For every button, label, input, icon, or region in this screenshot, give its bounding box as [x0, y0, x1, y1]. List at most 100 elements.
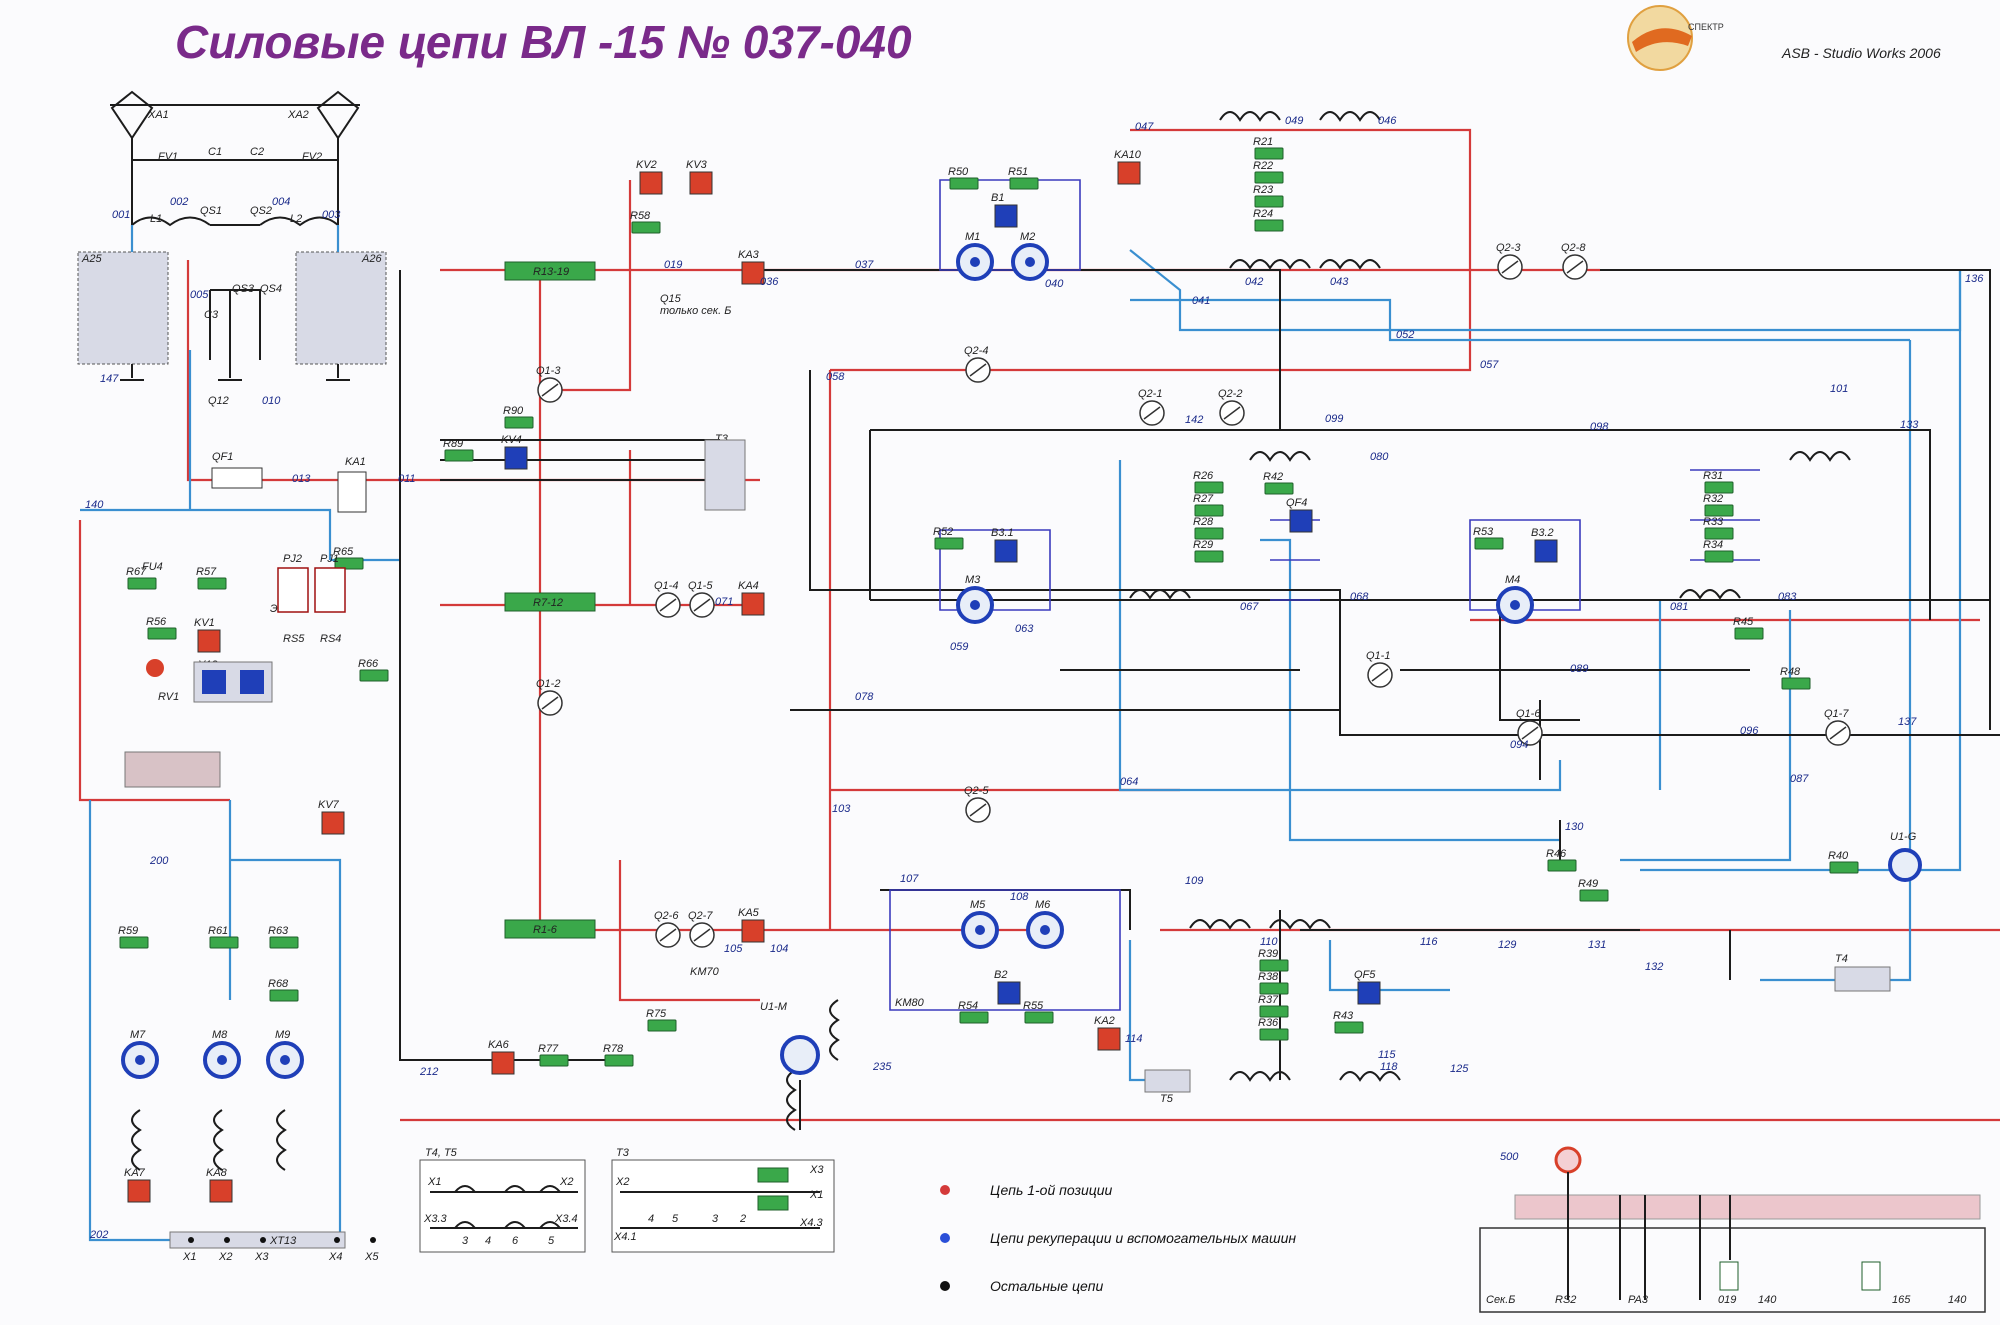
- resistor-r48: R48: [1780, 666, 1811, 690]
- t4t5-n3: 6: [512, 1235, 519, 1247]
- resistor-label: R24: [1253, 208, 1273, 220]
- t4t5-x1: X1: [427, 1176, 441, 1188]
- relay-ka8: KA8: [206, 1167, 233, 1203]
- motor-label: M2: [1020, 231, 1035, 243]
- resistor-label: R89: [443, 438, 463, 450]
- switch-label: Q1-6: [1516, 708, 1541, 720]
- t4t5-x2: X2: [559, 1176, 573, 1188]
- resistor-label: R49: [1578, 878, 1598, 890]
- pantograph-section: [77, 90, 387, 381]
- t4t5-n1: 3: [462, 1235, 469, 1247]
- motor-m2: M2: [1011, 231, 1049, 281]
- t4-label: T4: [1835, 953, 1848, 965]
- wire-label-118: 118: [1380, 1061, 1398, 1073]
- resistor-r27: R27: [1193, 493, 1224, 517]
- wire-label-037: 037: [855, 259, 874, 271]
- secb-terminal-2: 019: [1718, 1294, 1736, 1306]
- resistor-label: R90: [503, 405, 524, 417]
- wire-label-011: 011: [398, 473, 416, 485]
- relay-label: QF4: [1286, 497, 1307, 509]
- resistor-r32: R32: [1703, 493, 1734, 517]
- resistor-label: R78: [603, 1043, 624, 1055]
- switch-label: Q2-1: [1138, 388, 1162, 400]
- panel-t4t5: T4, T5 X1 X2 X3.3 X3.4 3 4 6 5: [419, 1147, 586, 1253]
- wire-label-042: 042: [1245, 276, 1263, 288]
- resistor-r54: R54: [958, 1000, 989, 1024]
- wire-label-116: 116: [1420, 936, 1438, 948]
- resistor-label: R48: [1780, 666, 1801, 678]
- relay-label: B3.1: [991, 527, 1014, 539]
- resistor-r90: R90: [503, 405, 534, 429]
- resistor-r33: R33: [1703, 516, 1734, 540]
- switch-q2-1: Q2-1: [1138, 388, 1165, 426]
- resistor-r23: R23: [1253, 184, 1284, 208]
- switch-q2-6: Q2-6: [654, 910, 681, 948]
- t3-x41: X4.1: [613, 1231, 637, 1243]
- resistor-r29: R29: [1193, 539, 1224, 563]
- switch-label: Q2-8: [1561, 242, 1586, 254]
- resistor-label: R36: [1258, 1017, 1279, 1029]
- wire-label-500: 500: [1500, 1151, 1519, 1163]
- resistor-label: R68: [268, 978, 289, 990]
- xt13-terminal-x2: X2: [218, 1251, 232, 1263]
- node-a26: A26: [361, 253, 382, 265]
- legend-label: Цепи рекуперации и вспомогательных машин: [990, 1230, 1296, 1246]
- resistor-label: R38: [1258, 971, 1279, 983]
- wire-label-089: 089: [1570, 663, 1588, 675]
- switch-label: Q2-5: [964, 785, 989, 797]
- relay-ka6: KA6: [488, 1039, 515, 1075]
- relay-label: B3.2: [1531, 527, 1554, 539]
- wire-label-101: 101: [1830, 383, 1848, 395]
- wire-label-081: 081: [1670, 601, 1688, 613]
- wire-label-071: 071: [715, 596, 733, 608]
- node-c3: C3: [204, 309, 219, 321]
- wire-label-064: 064: [1120, 776, 1138, 788]
- resistor-label: R21: [1253, 136, 1273, 148]
- relay-label: KA8: [206, 1167, 228, 1179]
- switch-label: Q1-4: [654, 580, 678, 592]
- resistor-r50: R50: [948, 166, 979, 190]
- resistor-label: R75: [646, 1008, 667, 1020]
- node-qf1: QF1: [212, 451, 233, 463]
- u1m-label: U1-M: [760, 1001, 788, 1013]
- resistor-r61: R61: [208, 925, 239, 949]
- resistor-label: R57: [196, 566, 217, 578]
- resistor-label: R32: [1703, 493, 1723, 505]
- resistor-r31: R31: [1703, 470, 1734, 494]
- panel-t4t5-title: T4, T5: [425, 1147, 458, 1159]
- wire-label-067: 067: [1240, 601, 1259, 613]
- relay-kv1: KV1: [194, 617, 221, 653]
- resistor-label: R59: [118, 925, 138, 937]
- resistor-r59: R59: [118, 925, 149, 949]
- node-pj2: PJ2: [283, 553, 302, 565]
- legend-swatch: [940, 1185, 950, 1195]
- t4-box: [1834, 966, 1891, 992]
- relay-label: KV1: [194, 617, 215, 629]
- relay-b2: B2: [994, 969, 1021, 1005]
- motor-m3: M3: [956, 574, 994, 624]
- resistor-r42: R42: [1263, 471, 1294, 495]
- wire-label-041: 041: [1192, 295, 1210, 307]
- node-fv2: FV2: [302, 151, 322, 163]
- motor-label: M3: [965, 574, 981, 586]
- relay-kv3: KV3: [686, 159, 713, 195]
- motor-label: M5: [970, 899, 986, 911]
- switch-q2-3: Q2-3: [1496, 242, 1523, 280]
- resistor-label: R40: [1828, 850, 1849, 862]
- xt13-label: XT13: [269, 1235, 297, 1247]
- resistor-r34: R34: [1703, 539, 1734, 563]
- resistor-label: R33: [1703, 516, 1724, 528]
- relay-label: KA5: [738, 907, 760, 919]
- resistor-label: R77: [538, 1043, 559, 1055]
- switch-q1-5: Q1-5: [688, 580, 715, 618]
- resistor-label: R31: [1703, 470, 1723, 482]
- node-qs2: QS2: [250, 205, 272, 217]
- relay-qf5: QF5: [1354, 969, 1381, 1005]
- xt13-terminal-x3: X3: [254, 1251, 269, 1263]
- relay-ka2: KA2: [1094, 1015, 1121, 1051]
- resistor-label: R51: [1008, 166, 1028, 178]
- wire-label-107: 107: [900, 873, 919, 885]
- resistor-r24: R24: [1253, 208, 1284, 232]
- wire-label-078: 078: [855, 691, 874, 703]
- node-xa2: XA2: [287, 109, 309, 121]
